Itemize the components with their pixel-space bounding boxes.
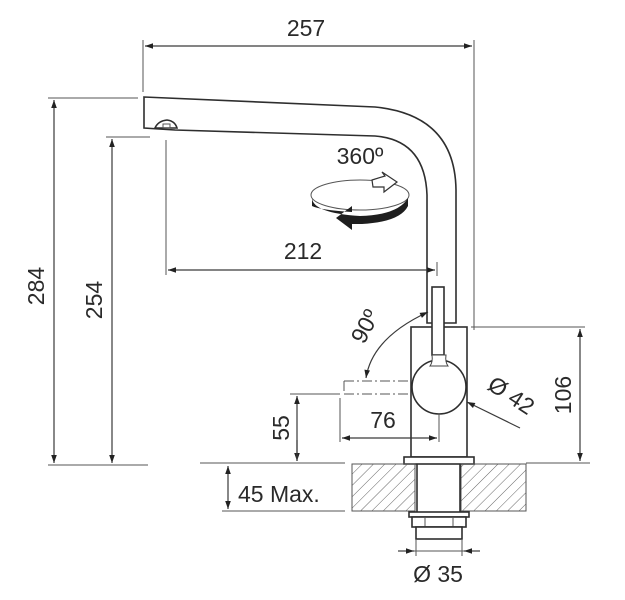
spout-rotation-label: 360º <box>337 143 384 169</box>
overall-reach-label: 257 <box>287 15 325 41</box>
lever-height-label: 55 <box>268 415 294 441</box>
dimension-countertop-thickness: 45 Max. <box>222 440 345 512</box>
dimension-body-diameter: Ø 42 <box>466 371 539 429</box>
lever-reach-label: 76 <box>370 407 396 433</box>
dimension-overall-height: 284 <box>23 97 138 463</box>
countertop-section <box>351 463 527 512</box>
mounting-nut <box>408 511 470 540</box>
body-height-label: 106 <box>550 376 576 414</box>
lever-rotation-label: 90º <box>345 305 384 348</box>
dimension-outlet-height: 254 <box>81 136 150 463</box>
spout-reach-label: 212 <box>284 238 322 264</box>
countertop-thickness-label: 45 Max. <box>238 481 320 507</box>
overall-height-label: 284 <box>23 267 49 306</box>
dimension-lever-height: 55 <box>268 396 300 461</box>
dimension-spout-reach: 212 <box>165 140 438 276</box>
spout-rotation-indicator: 360º <box>310 143 410 230</box>
body-diameter-label: Ø 42 <box>483 371 539 420</box>
spout <box>143 96 457 324</box>
mounting-hole-label: Ø 35 <box>413 561 463 587</box>
dimension-body-height: 106 <box>471 326 585 461</box>
dimension-mounting-hole: Ø 35 <box>398 539 480 587</box>
outlet-height-label: 254 <box>81 281 107 320</box>
faucet-body <box>403 286 475 465</box>
dimension-lever-reach: 76 <box>339 398 440 442</box>
dimension-overall-reach: 257 <box>142 15 475 330</box>
lever-open-position <box>290 380 411 395</box>
